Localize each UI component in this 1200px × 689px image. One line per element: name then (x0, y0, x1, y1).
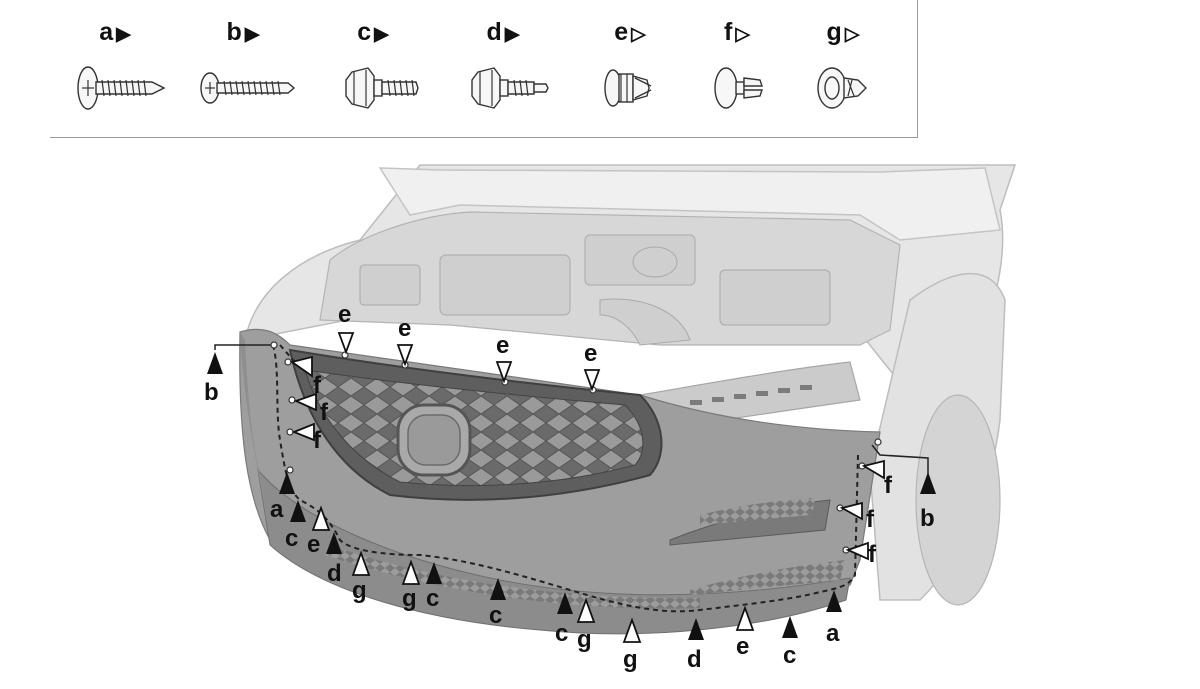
svg-text:g: g (352, 577, 367, 604)
callout-d-2: d (687, 618, 704, 673)
svg-text:e: e (496, 332, 509, 359)
callout-e-5: e (307, 505, 331, 558)
callout-f-2: f (293, 392, 329, 426)
legend-label-b: b▶ (226, 18, 260, 46)
svg-text:b: b (920, 505, 935, 532)
svg-text:f: f (320, 399, 329, 426)
svg-text:f: f (884, 472, 893, 499)
callout-f-6: f (845, 541, 877, 568)
callout-e-3: e (495, 332, 513, 384)
fastener-points (270, 341, 882, 554)
callout-f-5: f (839, 501, 875, 533)
flange-bolt-stepped-icon (471, 67, 549, 109)
split-clip-icon (714, 67, 763, 109)
fastener-path-dashed (272, 344, 859, 613)
leader-lines (214, 344, 929, 474)
svg-text:e: e (736, 633, 749, 660)
svg-text:g: g (402, 585, 417, 612)
legend-label-f: f▷ (724, 18, 750, 46)
svg-text:d: d (327, 560, 342, 587)
callout-e-6: e (735, 605, 755, 660)
svg-text:c: c (489, 602, 502, 629)
svg-text:f: f (868, 541, 877, 568)
legend-item-a: a▶ (60, 18, 170, 128)
legend-label-g: g▷ (826, 18, 860, 46)
svg-text:c: c (426, 585, 439, 612)
legend-label-c: c▶ (357, 18, 389, 46)
legend-item-d: d▶ (448, 18, 558, 128)
callout-c-2: c (426, 562, 442, 612)
svg-text:e: e (307, 531, 320, 558)
round-clip-icon (817, 67, 867, 109)
car-body (244, 164, 1017, 606)
svg-text:e: e (398, 315, 411, 342)
svg-text:c: c (555, 620, 568, 647)
front-bumper-cover (239, 328, 881, 635)
callout-g-3: g (576, 597, 596, 653)
callout-e-1: e (337, 301, 355, 355)
legend-item-g: g▷ (788, 18, 898, 128)
callout-a-left: a (270, 472, 295, 523)
svg-text:g: g (577, 626, 592, 653)
callout-f-1: f (289, 355, 322, 399)
legend-label-a: a▶ (99, 18, 131, 46)
legend-item-c: c▶ (318, 18, 428, 128)
callout-g-2: g (401, 559, 421, 612)
fastener-legend: a▶ b▶ (50, 0, 918, 138)
callout-c-4: c (555, 592, 573, 647)
legend-item-e: e▷ (575, 18, 685, 128)
callout-c-3: c (489, 578, 506, 629)
svg-text:d: d (687, 646, 702, 673)
svg-text:a: a (270, 496, 284, 523)
round-head-tapping-screw-icon (200, 72, 296, 104)
legend-item-b: b▶ (188, 18, 298, 128)
svg-text:c: c (285, 525, 298, 552)
svg-text:e: e (338, 301, 351, 328)
push-clip-icon (604, 69, 652, 107)
svg-text:b: b (204, 379, 219, 406)
legend-label-d: d▶ (486, 18, 520, 46)
svg-text:f: f (866, 506, 875, 533)
svg-text:e: e (584, 340, 597, 367)
callout-b-right: b (920, 472, 936, 532)
callout-g-1: g (351, 550, 371, 604)
callout-d-1: d (326, 532, 342, 587)
callout-f-4: f (861, 459, 893, 499)
callout-e-2: e (396, 315, 414, 367)
callout-c-5: c (782, 616, 798, 669)
svg-text:c: c (783, 642, 796, 669)
callout-a-right: a (826, 590, 842, 647)
legend-item-f: f▷ (682, 18, 792, 128)
callout-b-left: b (204, 352, 223, 406)
callout-c-1: c (285, 500, 306, 552)
callout-g-4: g (622, 617, 642, 673)
callout-e-4: e (583, 340, 601, 392)
svg-text:f: f (313, 427, 322, 454)
pan-head-tapping-screw-icon (77, 66, 166, 110)
legend-label-e: e▷ (614, 18, 646, 46)
flange-bolt-icon (345, 67, 419, 109)
callout-f-3: f (291, 422, 322, 454)
svg-text:f: f (313, 372, 322, 399)
svg-text:g: g (623, 646, 638, 673)
svg-text:a: a (826, 620, 840, 647)
